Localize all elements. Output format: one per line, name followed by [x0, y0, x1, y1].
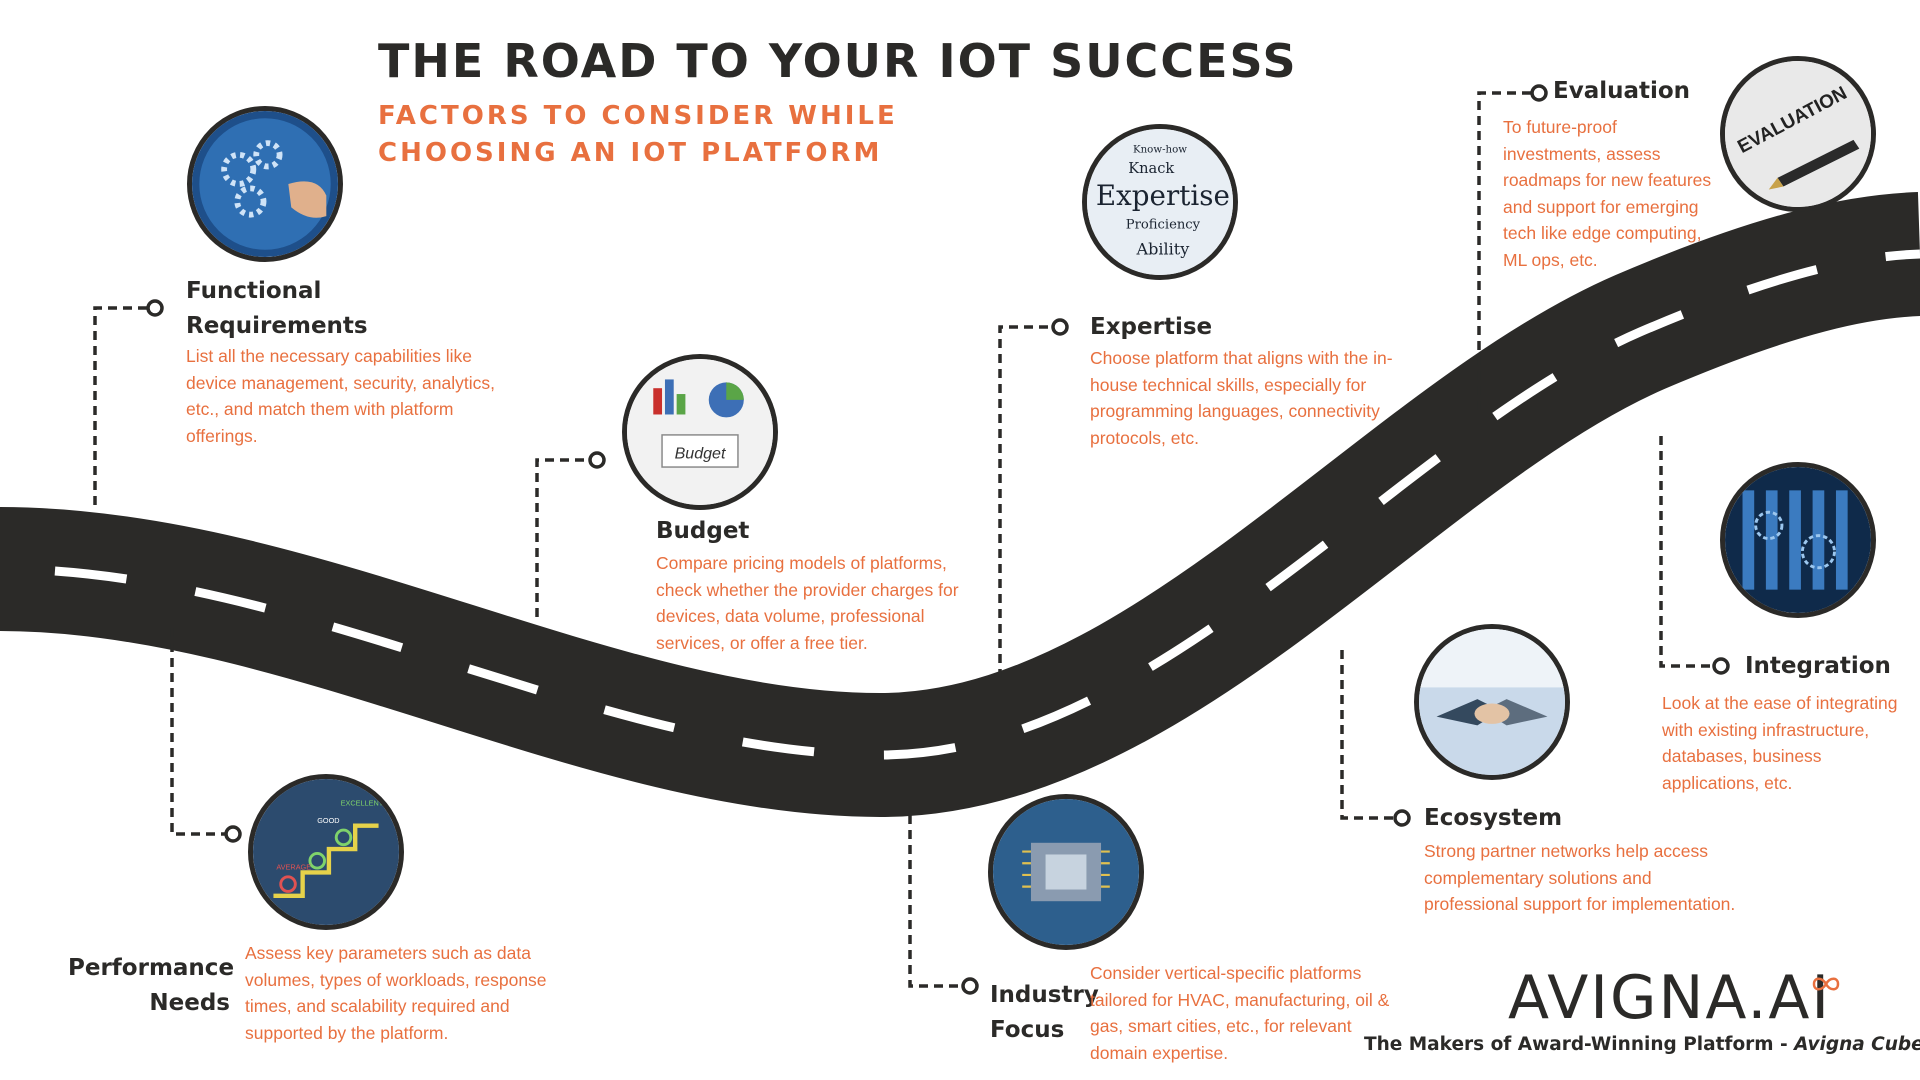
svg-text:EXCELLENT: EXCELLENT	[341, 798, 384, 807]
gears-hand-icon	[187, 106, 343, 262]
ecosystem-description: Strong partner networks help access comp…	[1424, 841, 1736, 914]
connector-integration	[1659, 436, 1714, 668]
page-subtitle: FACTORS TO CONSIDER WHILE CHOOSING AN IO…	[378, 101, 898, 168]
avigna-logo: AVIGNA.AI	[1508, 963, 1832, 1033]
integration-description: Look at the ease of integrating with exi…	[1662, 693, 1898, 793]
budget-charts-icon: Budget	[622, 354, 778, 510]
expertise-dictionary-icon: Know-how Knack Expertise Proficiency Abi…	[1082, 124, 1238, 280]
connector-dot-performance	[224, 825, 242, 843]
expertise-title: Expertise	[1090, 314, 1213, 340]
budget-title: Budget	[656, 518, 750, 544]
connector-dot-ecosystem	[1393, 809, 1411, 827]
performance-needs-description: Assess key parameters such as data volum…	[245, 943, 547, 1043]
svg-text:GOOD: GOOD	[317, 816, 339, 825]
svg-text:Ability: Ability	[1136, 240, 1191, 259]
connector-ecosystem	[1340, 650, 1395, 820]
connector-performance	[170, 628, 226, 836]
ecosystem-title: Ecosystem	[1424, 805, 1563, 831]
infinity-icon	[1812, 977, 1840, 991]
microchip-icon	[988, 794, 1144, 950]
performance-needs-title: Performance Needs	[68, 955, 235, 1016]
industry-focus-description: Consider vertical-specific platforms tai…	[1090, 963, 1390, 1063]
svg-text:Expertise: Expertise	[1096, 179, 1230, 212]
svg-text:Budget: Budget	[675, 444, 727, 462]
connector-dot-expertise	[1051, 318, 1069, 336]
connector-expertise	[998, 325, 1053, 678]
connector-dot-industry	[961, 977, 979, 995]
connector-dot-evaluation	[1530, 84, 1548, 102]
svg-text:Know-how: Know-how	[1133, 144, 1187, 155]
budget-description: Compare pricing models of platforms, che…	[656, 553, 959, 653]
evaluation-title: Evaluation	[1553, 78, 1691, 104]
brand-tagline: The Makers of Award-Winning Platform - A…	[1364, 1034, 1920, 1055]
tagline-product: Avigna Cube	[1794, 1034, 1920, 1055]
functional-requirements-description: List all the necessary capabilities like…	[186, 346, 495, 446]
tagline-prefix: The Makers of Award-Winning Platform -	[1364, 1034, 1795, 1055]
connector-dot-integration	[1712, 657, 1730, 675]
functional-requirements-title: Functional Requirements	[186, 278, 368, 339]
connector-budget	[535, 458, 590, 617]
industry-focus-title: Industry Focus	[990, 982, 1099, 1043]
evaluation-description: To future-proof investments, assess road…	[1503, 117, 1712, 270]
handshake-icon	[1414, 624, 1570, 780]
connector-dot-budget	[588, 451, 606, 469]
road-center-dashes	[0, 249, 1920, 760]
page-title: THE ROAD TO YOUR IOT SUCCESS	[378, 34, 1298, 88]
server-gears-icon	[1720, 462, 1876, 618]
connector-dot-functional	[146, 299, 164, 317]
rating-steps-icon: AVERAGE GOOD EXCELLENT	[248, 774, 404, 930]
expertise-description: Choose platform that aligns with the in-…	[1090, 348, 1393, 448]
integration-title: Integration	[1745, 653, 1891, 679]
connector-functional	[93, 306, 148, 505]
svg-text:Proficiency: Proficiency	[1126, 217, 1201, 232]
svg-text:Knack: Knack	[1128, 160, 1174, 177]
evaluation-pen-icon: EVALUATION	[1720, 56, 1876, 212]
svg-text:AVERAGE: AVERAGE	[276, 863, 311, 872]
connector-evaluation	[1477, 91, 1532, 410]
connector-industry	[908, 815, 963, 988]
